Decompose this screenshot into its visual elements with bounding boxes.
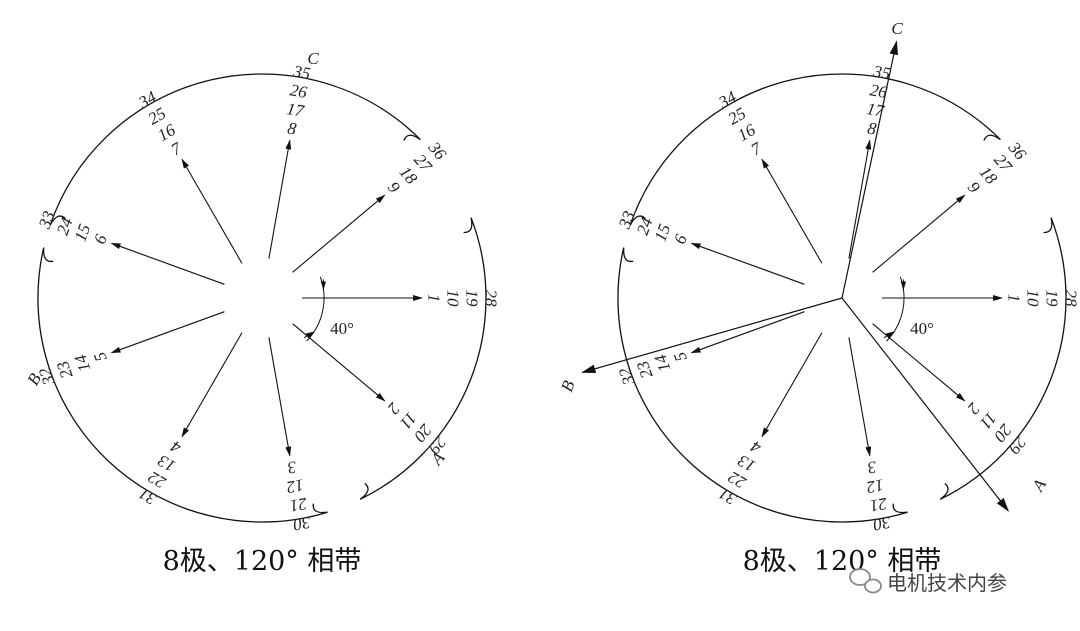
slot-number: 24 [633,214,657,237]
phase-arc-end-0 [939,482,949,500]
phase-vector-b [581,297,843,373]
phase-vector-c [841,40,899,299]
angle-tick [303,331,315,339]
spoke-vector [268,139,292,259]
phase-arc-0 [939,217,1067,500]
slot-number: 12 [285,475,306,497]
slot-number: 28 [482,290,501,308]
slot-number: 1 [1005,294,1024,303]
spoke-vector [110,242,225,285]
slot-number: 10 [444,290,463,308]
slot-number: 17 [285,99,307,121]
slot-number: 3 [286,457,299,477]
slot-number: 14 [650,352,674,375]
phase-arc-end-1 [983,134,1001,141]
slot-number: 21 [868,494,888,516]
phase-arc-end-2 [312,503,328,514]
slot-number: 33 [35,208,59,231]
phase-arc-end-2 [42,247,54,263]
spoke-vector [848,139,872,259]
spoke-vector [761,158,823,264]
slot-number: 8 [866,119,878,139]
phase-label-c: C [891,19,903,38]
slot-number: 33 [615,208,639,231]
spoke-vector [181,158,243,264]
slot-number: 15 [651,221,675,243]
slot-number: 23 [633,359,657,381]
spoke-vector [268,337,292,457]
caption-left: 8极、120° 相带 [163,546,362,577]
slot-number: 4 [167,436,184,457]
phase-label-a: A [1028,475,1050,495]
slot-number: 6 [670,231,691,246]
watermark-text: 电机技术内参 [887,571,1007,595]
phase-label-b: B [557,377,579,394]
phase-arc-2 [37,247,328,523]
slot-number: 8 [286,119,298,139]
slot-number: 26 [288,80,309,102]
angle-label: 40° [910,319,934,338]
spoke-vector [690,311,805,354]
slot-number: 32 [35,365,59,389]
phase-arc-end-0 [1043,217,1053,234]
slot-number: 21 [288,494,308,516]
phase-arc-end-1 [403,134,421,141]
slot-number: 24 [53,214,77,237]
slot-number: 14 [70,352,94,375]
slot-number: 19 [463,290,482,308]
spoke-vector [181,332,243,438]
slot-number: 12 [865,475,886,497]
slot-number: 15 [71,221,95,243]
slot-number: 1 [425,294,444,303]
slot-number: 26 [868,80,889,102]
spoke-vector [872,194,966,273]
spoke-vector [761,332,823,438]
angle-arc [306,276,325,342]
slot-number: 28 [1062,290,1080,308]
angle-tick [883,331,895,339]
phase-arc-end-2 [622,247,634,263]
phase-vector-a [841,297,1010,512]
wechat-icon [849,568,882,594]
phase-arc-1 [49,73,421,226]
spoke-vector [848,337,872,457]
slot-number: 30 [291,512,313,534]
caption-right: 8极、120° 相带 [743,546,942,577]
slot-number: 19 [1043,290,1062,308]
slot-number: 35 [291,61,312,83]
spoke-vector [110,311,225,354]
slot-number: 10 [1024,290,1043,308]
slot-number: 3 [866,457,879,477]
phase-arc-end-0 [359,482,369,500]
slot-number: 4 [747,436,764,457]
slot-number: 5 [670,350,691,364]
phase-arc-2 [617,247,908,523]
slot-number: 32 [615,365,639,389]
spoke-vector [690,242,805,285]
slot-number: 35 [871,61,892,83]
slot-number: 30 [871,512,893,534]
phase-arc-end-2 [892,503,908,514]
slot-number: 5 [90,350,111,364]
phase-arc-end-0 [463,217,473,234]
phase-arc-0 [359,217,487,500]
phase-arc-end-1 [629,215,646,226]
angle-label: 40° [330,319,354,338]
slot-number: 23 [53,359,77,381]
phase-arc-1 [629,73,1001,226]
phase-arc-end-1 [49,215,66,226]
phase-label-c: C [307,49,319,68]
spoke-vector [292,194,386,273]
angle-arc [886,276,905,342]
slot-number: 6 [90,231,111,246]
